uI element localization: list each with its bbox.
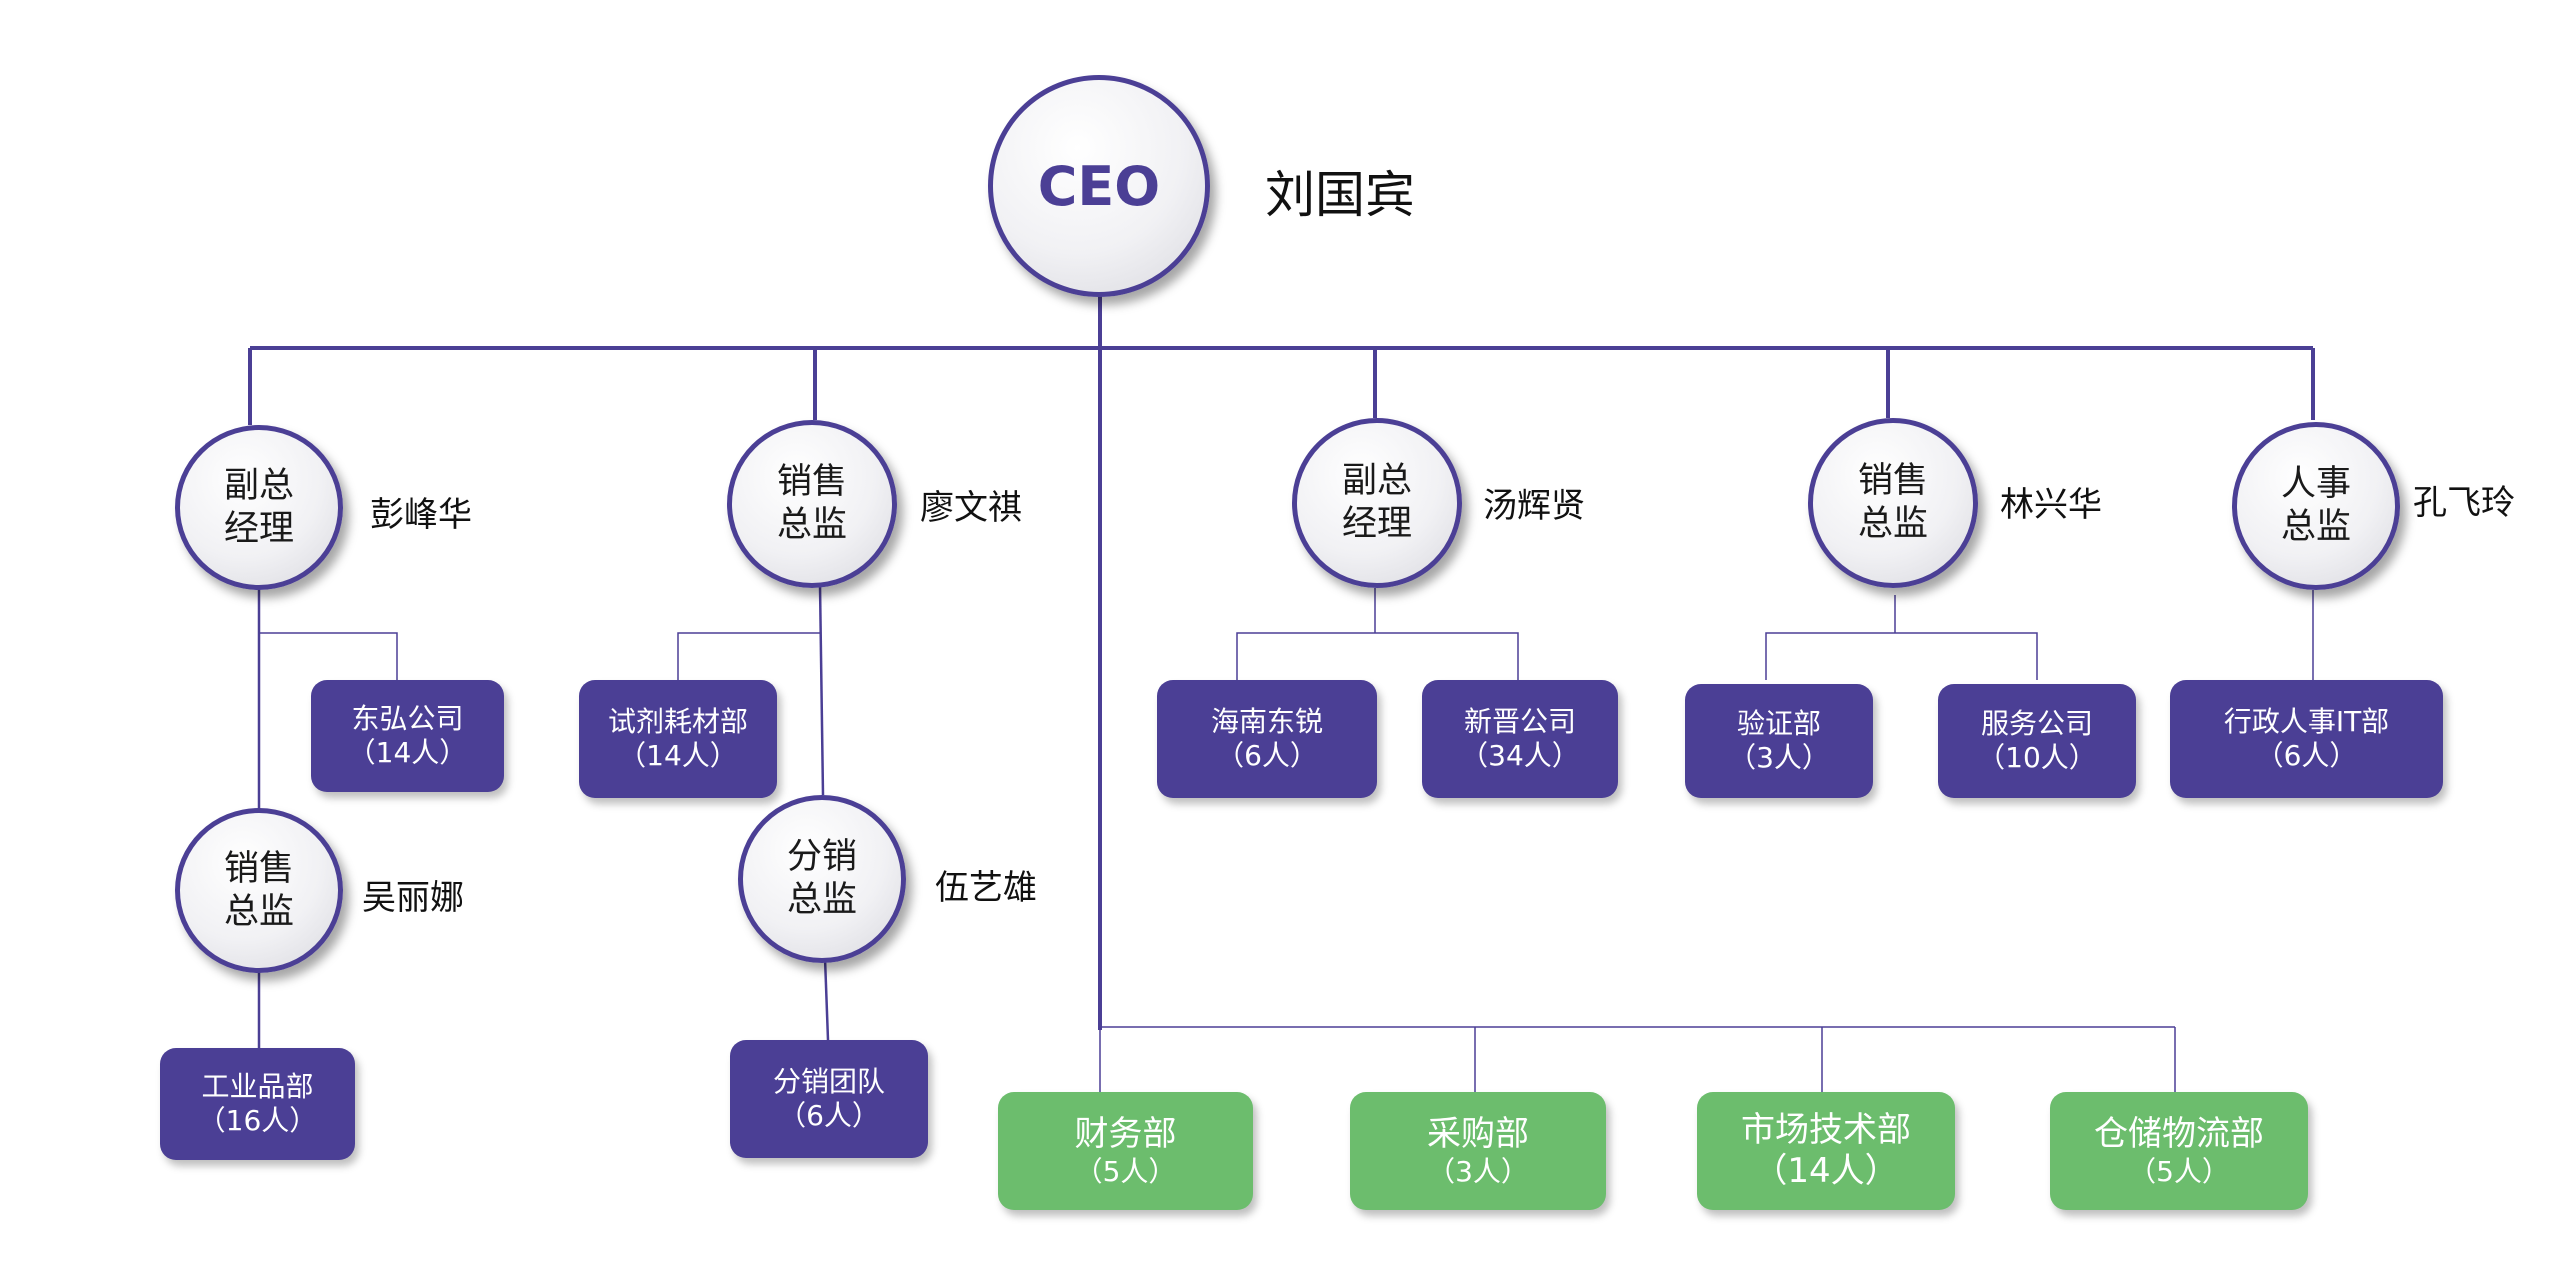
role-label: 销售总监 <box>1857 461 1928 544</box>
department-count: （3人） <box>1427 1154 1529 1188</box>
manager-node: 人事总监 <box>2232 422 2400 590</box>
role-label: 销售总监 <box>223 848 294 932</box>
manager-name: 吴丽娜 <box>362 878 464 918</box>
department-count: （16人） <box>197 1104 318 1137</box>
department-count: （5人） <box>2128 1154 2230 1188</box>
department-name: 试剂耗材部 <box>607 705 748 739</box>
role-label: 销售总监 <box>776 462 847 545</box>
manager-name: 林兴华 <box>2000 485 2102 525</box>
department-box: 行政人事IT部 （6人） <box>2170 680 2443 798</box>
ceo-title: CEO <box>1037 154 1161 218</box>
department-count: （3人） <box>1728 741 1830 774</box>
ceo-node: CEO <box>988 75 1210 297</box>
department-name: 行政人事IT部 <box>2223 705 2390 739</box>
manager-name: 孔飞玲 <box>2413 483 2515 523</box>
department-box: 东弘公司 （14人） <box>311 680 504 792</box>
department-name: 海南东锐 <box>1210 705 1323 739</box>
ceo-name: 刘国宾 <box>1265 166 1415 224</box>
manager-node: 销售总监 <box>727 420 897 588</box>
role-label: 分销总监 <box>786 837 857 920</box>
department-box: 分销团队 （6人） <box>730 1040 928 1158</box>
department-name: 市场技术部 <box>1741 1110 1911 1151</box>
department-name: 验证部 <box>1736 707 1821 741</box>
department-box: 工业品部 （16人） <box>160 1048 355 1160</box>
role-label: 副总经理 <box>1341 461 1412 544</box>
department-box: 海南东锐 （6人） <box>1157 680 1377 798</box>
department-count: （6人） <box>778 1099 880 1132</box>
department-count: （6人） <box>2255 739 2358 772</box>
role-label: 副总经理 <box>223 465 294 549</box>
manager-node: 销售总监 <box>175 808 343 973</box>
department-box: 服务公司 （10人） <box>1938 684 2136 798</box>
department-count: （14人） <box>1753 1151 1899 1191</box>
department-count: （14人） <box>618 739 738 772</box>
department-name: 东弘公司 <box>351 702 464 736</box>
support-department-box: 市场技术部 （14人） <box>1697 1092 1955 1210</box>
department-name: 仓储物流部 <box>2094 1113 2264 1154</box>
manager-node: 分销总监 <box>738 795 906 963</box>
department-count: （34人） <box>1460 739 1580 772</box>
support-department-box: 财务部 （5人） <box>998 1092 1253 1210</box>
department-name: 采购部 <box>1427 1113 1529 1154</box>
department-count: （5人） <box>1074 1154 1177 1188</box>
department-count: （14人） <box>347 736 468 769</box>
manager-name: 廖文祺 <box>920 488 1022 528</box>
department-box: 试剂耗材部 （14人） <box>579 680 777 798</box>
support-department-box: 仓储物流部 （5人） <box>2050 1092 2308 1210</box>
department-name: 服务公司 <box>1980 707 2093 741</box>
manager-node: 销售总监 <box>1808 418 1978 588</box>
department-box: 验证部 （3人） <box>1685 684 1873 798</box>
department-name: 财务部 <box>1074 1113 1177 1154</box>
department-box: 新晋公司 （34人） <box>1422 680 1618 798</box>
manager-node: 副总经理 <box>1292 418 1462 588</box>
department-name: 分销团队 <box>772 1065 885 1099</box>
role-label: 人事总监 <box>2280 464 2351 547</box>
manager-name: 彭峰华 <box>370 495 472 535</box>
support-department-box: 采购部 （3人） <box>1350 1092 1606 1210</box>
manager-node: 副总经理 <box>175 425 343 590</box>
department-count: （10人） <box>1977 741 2097 774</box>
department-name: 工业品部 <box>201 1070 314 1104</box>
department-count: （6人） <box>1216 739 1318 772</box>
manager-name: 汤辉贤 <box>1483 486 1585 526</box>
department-name: 新晋公司 <box>1463 705 1576 739</box>
manager-name: 伍艺雄 <box>935 868 1037 908</box>
